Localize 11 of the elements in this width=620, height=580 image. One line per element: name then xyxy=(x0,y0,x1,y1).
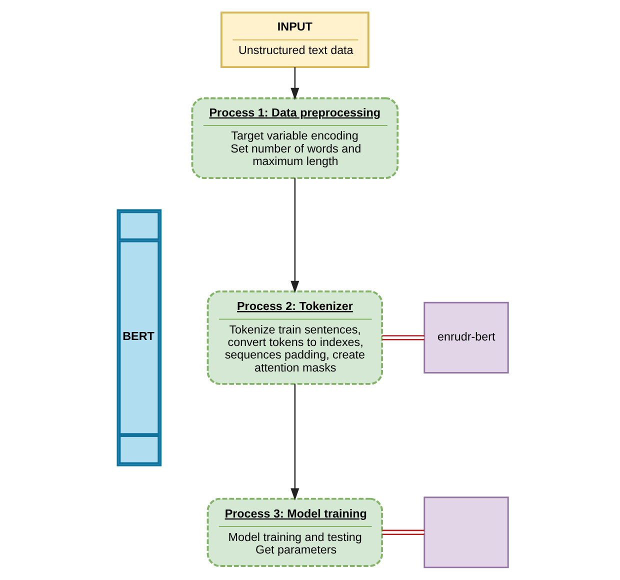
node-box: INPUT Unstructured text data xyxy=(220,12,369,68)
node-box: enrudr-bert xyxy=(423,302,508,374)
node-box: Process 1: Data preprocessing Target variable encoding Set number of words and maximum length xyxy=(190,97,398,180)
arrow xyxy=(290,384,299,501)
arrow xyxy=(290,67,299,100)
node-box xyxy=(423,496,508,568)
node-box: Process 3: Model training Model training and testing Get parameters xyxy=(206,498,383,567)
connector xyxy=(382,530,424,535)
connector xyxy=(382,335,424,340)
node-box: Process 2: Tokenizer Tokenize train sentences, convert tokens to indexes, sequences padding, create attention masks xyxy=(206,290,383,385)
arrow xyxy=(290,178,299,294)
